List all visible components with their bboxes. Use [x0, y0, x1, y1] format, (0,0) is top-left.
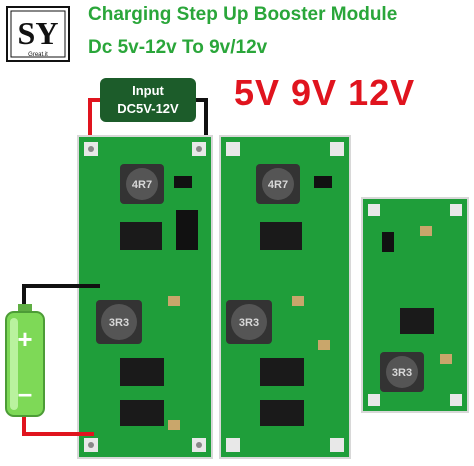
input-wire-red: [88, 98, 100, 140]
battery-wire-red: [22, 414, 94, 436]
brand-logo: SY Great.it: [6, 6, 70, 62]
coil-label-right: 3R3: [392, 367, 412, 379]
coil-label-left-top: 4R7: [132, 179, 152, 191]
board-middle: 4R7 3R3: [219, 135, 351, 459]
logo-subtext: Great.it: [28, 52, 48, 58]
battery: + –: [5, 304, 45, 417]
input-callout: Input DC5V-12V: [100, 78, 196, 122]
coil-label-left-bottom: 3R3: [109, 317, 129, 329]
input-wire-black: [196, 98, 208, 140]
board-right: 3R3: [361, 197, 469, 413]
battery-minus-sign: –: [18, 378, 32, 408]
input-label: Input: [132, 83, 164, 98]
input-range: DC5V-12V: [117, 101, 179, 116]
voltage-options: 5V 9V 12V: [234, 72, 416, 113]
title-line-1: Charging Step Up Booster Module: [88, 4, 398, 25]
battery-wire-black: [22, 284, 100, 312]
coil-label-middle-top: 4R7: [268, 179, 288, 191]
battery-plus-sign: +: [17, 324, 32, 354]
board-left: 4R7 3R3: [77, 135, 213, 459]
logo-mark: SY: [18, 15, 59, 51]
title-line-2: Dc 5v-12v To 9v/12v: [88, 37, 268, 58]
coil-label-middle-bottom: 3R3: [239, 317, 259, 329]
